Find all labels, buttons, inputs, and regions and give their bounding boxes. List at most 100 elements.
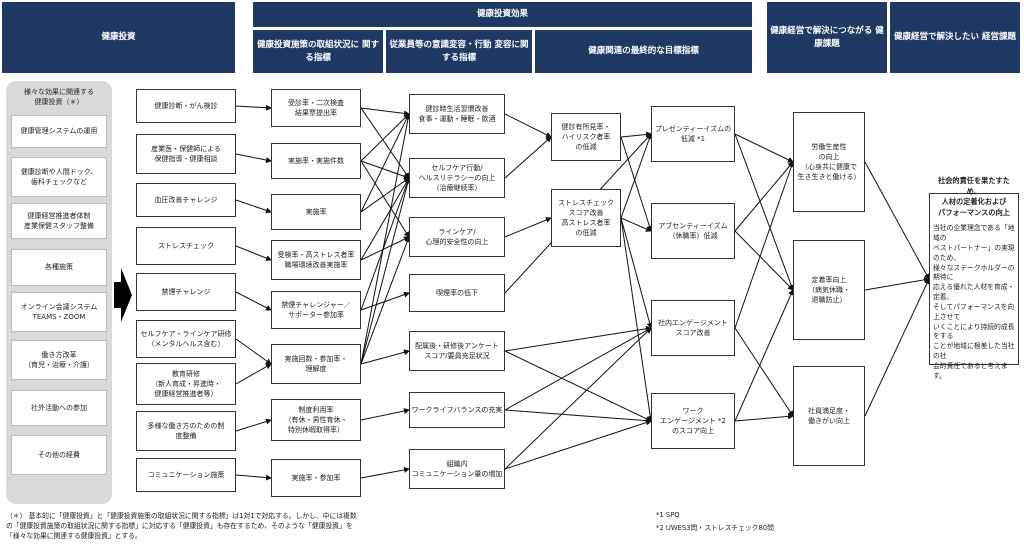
connector-arrow <box>360 177 411 311</box>
measure-box: 禁煙チャレンジャー／ サポーター参加率 <box>271 291 361 329</box>
awareness-box: 組織内 コミュニケーション量の増加 <box>409 449 505 489</box>
note-uwes: *2 UWES3問・ストレスチェック80問 <box>656 524 774 532</box>
panel-item: オンライン会議システム TEAMS・ZOOM <box>11 292 107 332</box>
connector-arrow <box>620 217 654 422</box>
panel-item: 各種施策 <box>11 249 107 286</box>
investment-box: 教育研修 （新人育成・昇進時・ 健康経営推進者等） <box>136 363 236 405</box>
header-effect: 健康投資効果 <box>253 2 752 27</box>
awareness-box: 喫煙率の低下 <box>409 274 505 312</box>
related-investment-title: 様々な効果に関連する 健康投資（＊） <box>24 88 94 107</box>
panel-item: 健康診断や人間ドック、 歯科チェックなど <box>11 157 107 197</box>
awareness-box: ワークライフバランスの充実 <box>409 392 505 428</box>
investment-box: コミュニケーション施策 <box>136 458 236 492</box>
connector-arrow <box>620 217 653 329</box>
connector-arrow <box>360 177 410 213</box>
connector-arrow <box>620 131 652 138</box>
connector-arrow <box>360 177 411 365</box>
connector-arrow <box>734 133 794 163</box>
connector-arrow <box>504 350 652 422</box>
connector-arrow <box>360 160 410 238</box>
connector-arrow <box>235 199 272 214</box>
panel-item: その他の経費 <box>11 435 107 475</box>
connector-arrow <box>864 276 930 291</box>
issue-box: 定着率向上 （病気休職・ 退職防止） <box>793 240 865 340</box>
connector-arrow <box>734 327 794 417</box>
investment-box: ストレスチェック <box>136 227 236 265</box>
connector-arrow <box>235 153 272 163</box>
connector-arrow <box>235 245 272 261</box>
intermediate-box: 健診有所見率・ ハイリスク者率 の低減 <box>551 113 621 161</box>
goal-body: 当社の企業理念である「地域の ベストパートナー」の実現のため、 様々なステークホ… <box>933 224 1015 380</box>
panel-item: 社外活動への参加 <box>11 390 107 426</box>
connector-arrow <box>734 230 794 291</box>
measure-box: 制度利用率 （有休・男性育休・ 特別休暇取得率） <box>271 399 361 441</box>
header-goal: 健康経営で解決したい 経営課題 <box>890 2 1020 73</box>
measure-box: 実施率 <box>271 194 361 230</box>
goal-title: 社会的責任を果たすため、 人材の定着化および パフォーマンスの向上 <box>938 176 1010 217</box>
measure-box: 受診率・二次検査 結果票提出率 <box>271 89 361 127</box>
awareness-box: ラインケア/ 心理的安全性の向上 <box>409 217 505 257</box>
connector-arrow <box>360 113 412 365</box>
awareness-box: 健診時生活習慣改善 食事・運動・睡眠・飲酒 <box>409 94 505 134</box>
connector-arrow <box>504 325 652 352</box>
connector-arrow <box>235 418 272 432</box>
connector-arrow <box>360 160 410 180</box>
header-issues: 健康経営で解決につながる 健康課題 <box>767 2 887 73</box>
final-target-box: アブセンティーイズム （休職率）低減 <box>651 203 735 259</box>
connector-arrow <box>504 327 652 470</box>
awareness-box: 配属後・研修後アンケート スコア/要員充足状況 <box>409 331 505 371</box>
awareness-box: セルフケア行動/ ヘルスリテラシーの向上 （治療継続率） <box>409 158 505 198</box>
issue-box: 社員満足度・ 働きがい向上 <box>793 366 865 466</box>
connector-arrow <box>360 466 410 479</box>
connector-arrow <box>734 413 794 422</box>
connector-arrow <box>360 113 410 213</box>
header-final: 健康関連の最終的な目標指標 <box>535 30 752 73</box>
goal-box: 社会的責任を果たすため、 人材の定着化および パフォーマンスの向上 当社の企業理… <box>929 176 1019 380</box>
panel-item: 健康管理システムの運用 <box>11 115 107 148</box>
panel-item: 働き方改革 （育児・治療・介護） <box>11 340 107 380</box>
connector-arrow <box>360 408 410 421</box>
measure-box: 実施回数・参加率・ 理解度 <box>271 344 361 384</box>
investment-box: セルフケア・ラインケア研修 （メンタルヘルス含む） <box>136 320 236 358</box>
connector-arrow <box>504 327 652 411</box>
issue-box: 労働生産性 の向上 （心身共に健康で 生き生きと働ける） <box>793 112 865 212</box>
connector-arrow <box>620 217 652 232</box>
connector-arrow <box>504 113 552 138</box>
connector-arrow <box>504 419 652 470</box>
measure-box: 実施率・実施件数 <box>271 143 361 179</box>
footnote: （＊） 基本的に「健康投資」と「健康投資施策の取組状況に関する指標」は1対1で対… <box>6 512 357 541</box>
intermediate-box: ストレスチェック スコア改善 高ストレス者率 の低減 <box>551 189 621 247</box>
header-investment: 健康投資 <box>2 2 235 73</box>
connector-arrow <box>360 236 410 261</box>
connector-arrow <box>734 133 795 291</box>
connector-arrow <box>360 236 411 365</box>
final-target-box: プレゼンティーイズムの 低減 *1 <box>651 106 735 162</box>
connector-arrow <box>620 133 653 219</box>
connector-arrow <box>734 161 795 329</box>
connector-arrow <box>864 161 930 280</box>
big-arrow <box>114 268 132 322</box>
investment-box: 産業医・保健師による 保健指導・健康相談 <box>136 134 236 174</box>
measure-box: 実施率・参加率 <box>271 459 361 497</box>
investment-box: 禁煙チャレンジ <box>136 273 236 311</box>
connector-arrow <box>504 217 552 238</box>
connector-arrow <box>864 278 930 417</box>
panel-item: 健康経営推進者体制 産業保健スタッフ整備 <box>11 203 107 239</box>
header-measures: 健康投資施策の取組状況に 関する指標 <box>253 30 383 73</box>
note-spq: *1 SPQ <box>656 511 680 519</box>
connector-arrow <box>235 338 272 365</box>
header-awareness: 従業員等の意識変容・行動 変容に関する指標 <box>386 30 532 73</box>
connector-arrow <box>360 349 410 365</box>
connector-arrow <box>504 409 652 424</box>
investment-box: 血圧改善チャレンジ <box>136 183 236 217</box>
connector-arrow <box>504 136 552 179</box>
final-target-box: 社内エンゲージメント スコア改善 <box>651 300 735 356</box>
final-target-box: ワーク エンゲージメント *2 のスコア向上 <box>651 393 735 449</box>
investment-box: 健康診断・がん検診 <box>136 89 236 123</box>
connector-arrow <box>235 104 272 111</box>
connector-arrow <box>235 363 272 385</box>
measure-box: 受検率・高ストレス者率 職場環境改善実施率 <box>271 240 361 280</box>
connector-arrow <box>235 291 272 311</box>
connector-arrow <box>360 113 410 162</box>
